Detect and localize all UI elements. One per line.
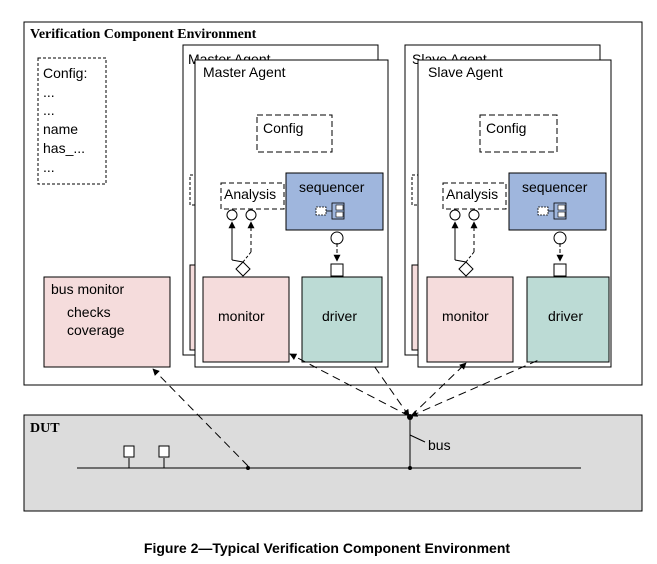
slave-monitor-label: monitor xyxy=(442,308,489,324)
dut-title: DUT xyxy=(30,421,60,436)
slave-analysis-fork xyxy=(454,259,467,263)
env-config-line: has_... xyxy=(43,140,85,156)
slave-agent-group: Slave Agent An Slave Agent Config Analys… xyxy=(404,44,612,368)
env-config-line: name xyxy=(43,121,78,137)
slave-sequencer-label: sequencer xyxy=(522,179,588,195)
slave-agent-title: Slave Agent xyxy=(428,64,503,80)
master-seq-export-circle xyxy=(330,231,344,245)
bus-to-slave-driver-arrow xyxy=(410,358,542,417)
master-driver-port xyxy=(330,263,344,277)
slave-analysis-port-circle xyxy=(468,209,480,221)
environment-title: Verification Component Environment xyxy=(30,27,257,42)
master-config-label: Config xyxy=(263,120,303,136)
env-config-line: ... xyxy=(43,159,55,175)
dut-device-square xyxy=(123,445,135,458)
dut-device-square xyxy=(158,445,170,458)
dut-box xyxy=(23,414,643,512)
bus-monitor-coverage: coverage xyxy=(67,322,125,338)
master-config-box xyxy=(256,114,333,153)
bus-label-leader xyxy=(409,434,426,443)
bus-label: bus xyxy=(428,437,451,453)
master-analysis-port-circle xyxy=(226,209,238,221)
bus-to-master-monitor-arrow xyxy=(289,353,410,417)
env-config-line: ... xyxy=(43,84,55,100)
bus-tap-dot xyxy=(246,466,250,470)
master-analysis-fork xyxy=(231,259,244,263)
slave-seq-export-circle xyxy=(553,231,567,245)
master-driver-box xyxy=(301,276,383,363)
master-analysis-box xyxy=(220,182,285,210)
slave-driver-box xyxy=(526,276,610,363)
slave-sequencer-box xyxy=(508,172,607,231)
slave-analysis-fork xyxy=(465,251,475,263)
env-config-box xyxy=(37,57,107,185)
env-config-line: ... xyxy=(43,102,55,118)
slave-monitor-port-diamond xyxy=(458,261,474,277)
master-analysis-label: Analysis xyxy=(224,186,276,202)
slave-sequencer-items-icon xyxy=(537,202,567,220)
slave-config-box xyxy=(479,114,558,153)
master-agent-group: Master Agent An Master Agent Config Anal… xyxy=(182,44,389,368)
slave-monitor-box xyxy=(426,276,514,363)
master-analysis-fork xyxy=(242,251,252,263)
figure-caption: Figure 2—Typical Verification Component … xyxy=(144,540,510,556)
master-sequencer-label: sequencer xyxy=(299,179,365,195)
bus-to-busmonitor-arrow xyxy=(152,368,249,467)
master-monitor-label: monitor xyxy=(218,308,265,324)
slave-analysis-box xyxy=(442,182,507,210)
slave-analysis-label: Analysis xyxy=(446,186,498,202)
master-monitor-port-diamond xyxy=(235,261,251,277)
master-monitor-box xyxy=(202,276,290,363)
slave-config-label: Config xyxy=(486,120,526,136)
bus-to-master-driver-arrow xyxy=(371,362,410,417)
master-analysis-port-circle xyxy=(245,209,257,221)
master-sequencer-items-icon xyxy=(315,202,345,220)
env-config-line: Config: xyxy=(43,65,87,81)
bus-monitor-title: bus monitor xyxy=(51,281,124,297)
master-sequencer-box xyxy=(285,172,384,231)
master-agent-title: Master Agent xyxy=(203,64,286,80)
slave-driver-label: driver xyxy=(548,308,583,324)
bus-monitor-box xyxy=(43,276,171,368)
slave-analysis-port-circle xyxy=(449,209,461,221)
slave-driver-port xyxy=(553,263,567,277)
master-driver-label: driver xyxy=(322,308,357,324)
bus-monitor-checks: checks xyxy=(67,304,111,320)
